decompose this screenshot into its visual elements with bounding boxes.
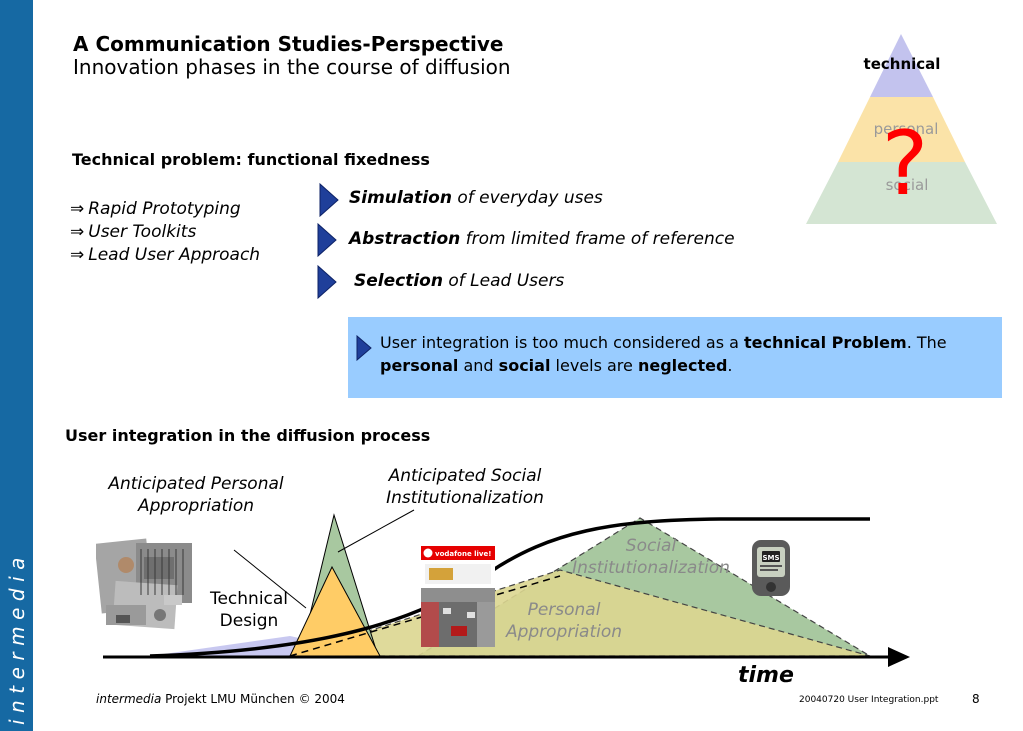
list-item: ⇒Rapid Prototyping (70, 198, 260, 221)
label-anticipated-personal: Anticipated Personal Appropriation (108, 474, 284, 516)
label-personal-appropriation: Personal Appropriation (505, 600, 623, 642)
conclusion-text: User integration is too much considered … (380, 333, 947, 375)
sidebar-logo-text: intermedia (5, 551, 29, 725)
page-subtitle: Innovation phases in the course of diffu… (73, 55, 511, 79)
triangle-bullet-icon (319, 182, 339, 218)
sidebar-logo: intermedia (0, 500, 33, 730)
pyramid-label-social: social (886, 176, 929, 194)
point-simulation: Simulation of everyday uses (349, 188, 603, 208)
question-mark: ? (882, 112, 929, 215)
page-number: 8 (972, 692, 980, 706)
pyramid-label-personal: personal (874, 120, 939, 138)
section-heading-technical-problem: Technical problem: functional fixedness (72, 150, 430, 169)
approach-label: User Toolkits (88, 222, 197, 242)
pyramid-level-social (806, 162, 997, 224)
triangle-bullet-icon (317, 264, 337, 300)
approach-label: Rapid Prototyping (88, 199, 241, 219)
pyramid-label-technical: technical (864, 55, 941, 73)
svg-text:vodafone live!: vodafone live! (435, 550, 491, 558)
implies-icon: ⇒ (70, 245, 85, 265)
triangle-bullet-icon (317, 222, 337, 258)
svg-text:SMS: SMS (762, 554, 779, 562)
label-anticipated-social: Anticipated Social Institutionalization (386, 466, 544, 508)
mobile-game-screenshot: vodafone live! (421, 546, 495, 647)
implies-icon: ⇒ (70, 199, 85, 219)
section-heading-diffusion: User integration in the diffusion proces… (65, 426, 431, 445)
triangle-bullet-icon (356, 335, 372, 361)
footer-credit: intermedia Projekt LMU München © 2004 (96, 692, 345, 706)
pointer-line (233, 549, 307, 609)
label-technical-design: Technical Design (209, 589, 289, 631)
pyramid-level-technical (870, 34, 933, 97)
list-item: ⇒Lead User Approach (70, 244, 260, 267)
point-abstraction: Abstraction from limited frame of refere… (349, 229, 735, 249)
pointer-line (337, 509, 415, 553)
conclusion-box (348, 317, 1002, 398)
time-axis-label: time (738, 663, 794, 688)
approach-label: Lead User Approach (88, 245, 261, 265)
prototype-photo (96, 535, 196, 635)
levels-pyramid: technical personal social ? (805, 32, 1005, 236)
sidebar: intermedia (0, 0, 33, 731)
page-title: A Communication Studies-Perspective (73, 32, 504, 56)
footer-filename: 20040720 User Integration.ppt (799, 695, 939, 705)
list-item: ⇒User Toolkits (70, 221, 260, 244)
implies-icon: ⇒ (70, 222, 85, 242)
label-social-institutionalization: Social Institutionalization (572, 536, 730, 578)
approach-list: ⇒Rapid Prototyping ⇒User Toolkits ⇒Lead … (70, 198, 260, 267)
sms-phone-icon: SMS (752, 540, 790, 596)
time-axis-arrowhead (888, 647, 910, 667)
point-selection: Selection of Lead Users (354, 271, 565, 291)
pyramid-level-personal (838, 97, 965, 162)
